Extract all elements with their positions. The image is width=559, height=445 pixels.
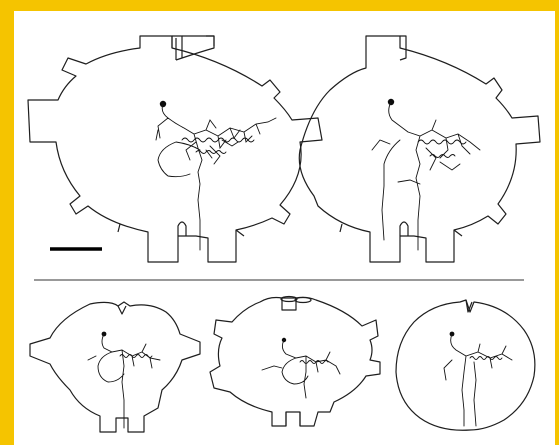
figure-canvas <box>0 0 559 445</box>
